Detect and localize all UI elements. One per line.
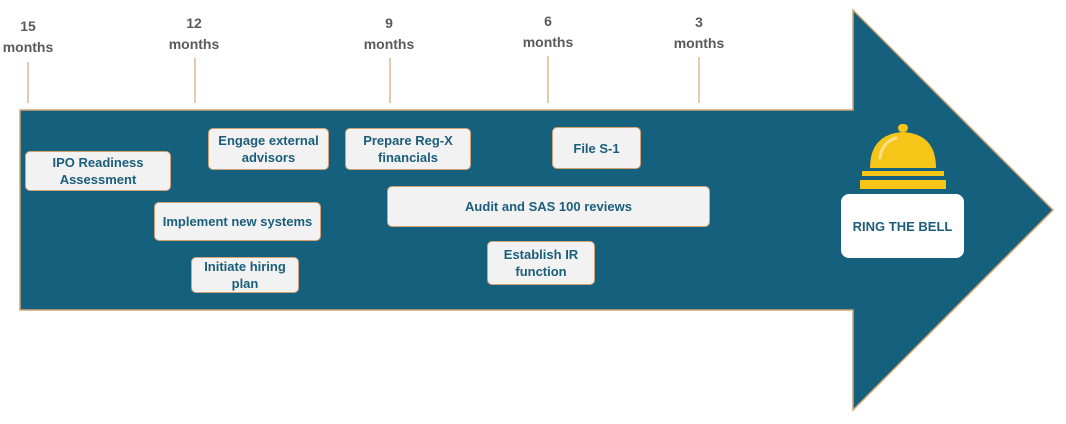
task-file-s1: File S-1 <box>552 127 641 169</box>
bell-icon <box>860 124 946 189</box>
ring-the-bell-card: RING THE BELL <box>841 194 964 258</box>
task-engage-advisors: Engage external advisors <box>208 128 329 170</box>
task-hiring-plan: Initiate hiring plan <box>191 257 299 293</box>
task-reg-x-financials: Prepare Reg-X financials <box>345 128 471 170</box>
task-establish-ir: Establish IR function <box>487 241 595 285</box>
task-audit-reviews: Audit and SAS 100 reviews <box>387 186 710 227</box>
task-implement-systems: Implement new systems <box>154 202 321 241</box>
task-ipo-readiness: IPO Readiness Assessment <box>25 151 171 191</box>
